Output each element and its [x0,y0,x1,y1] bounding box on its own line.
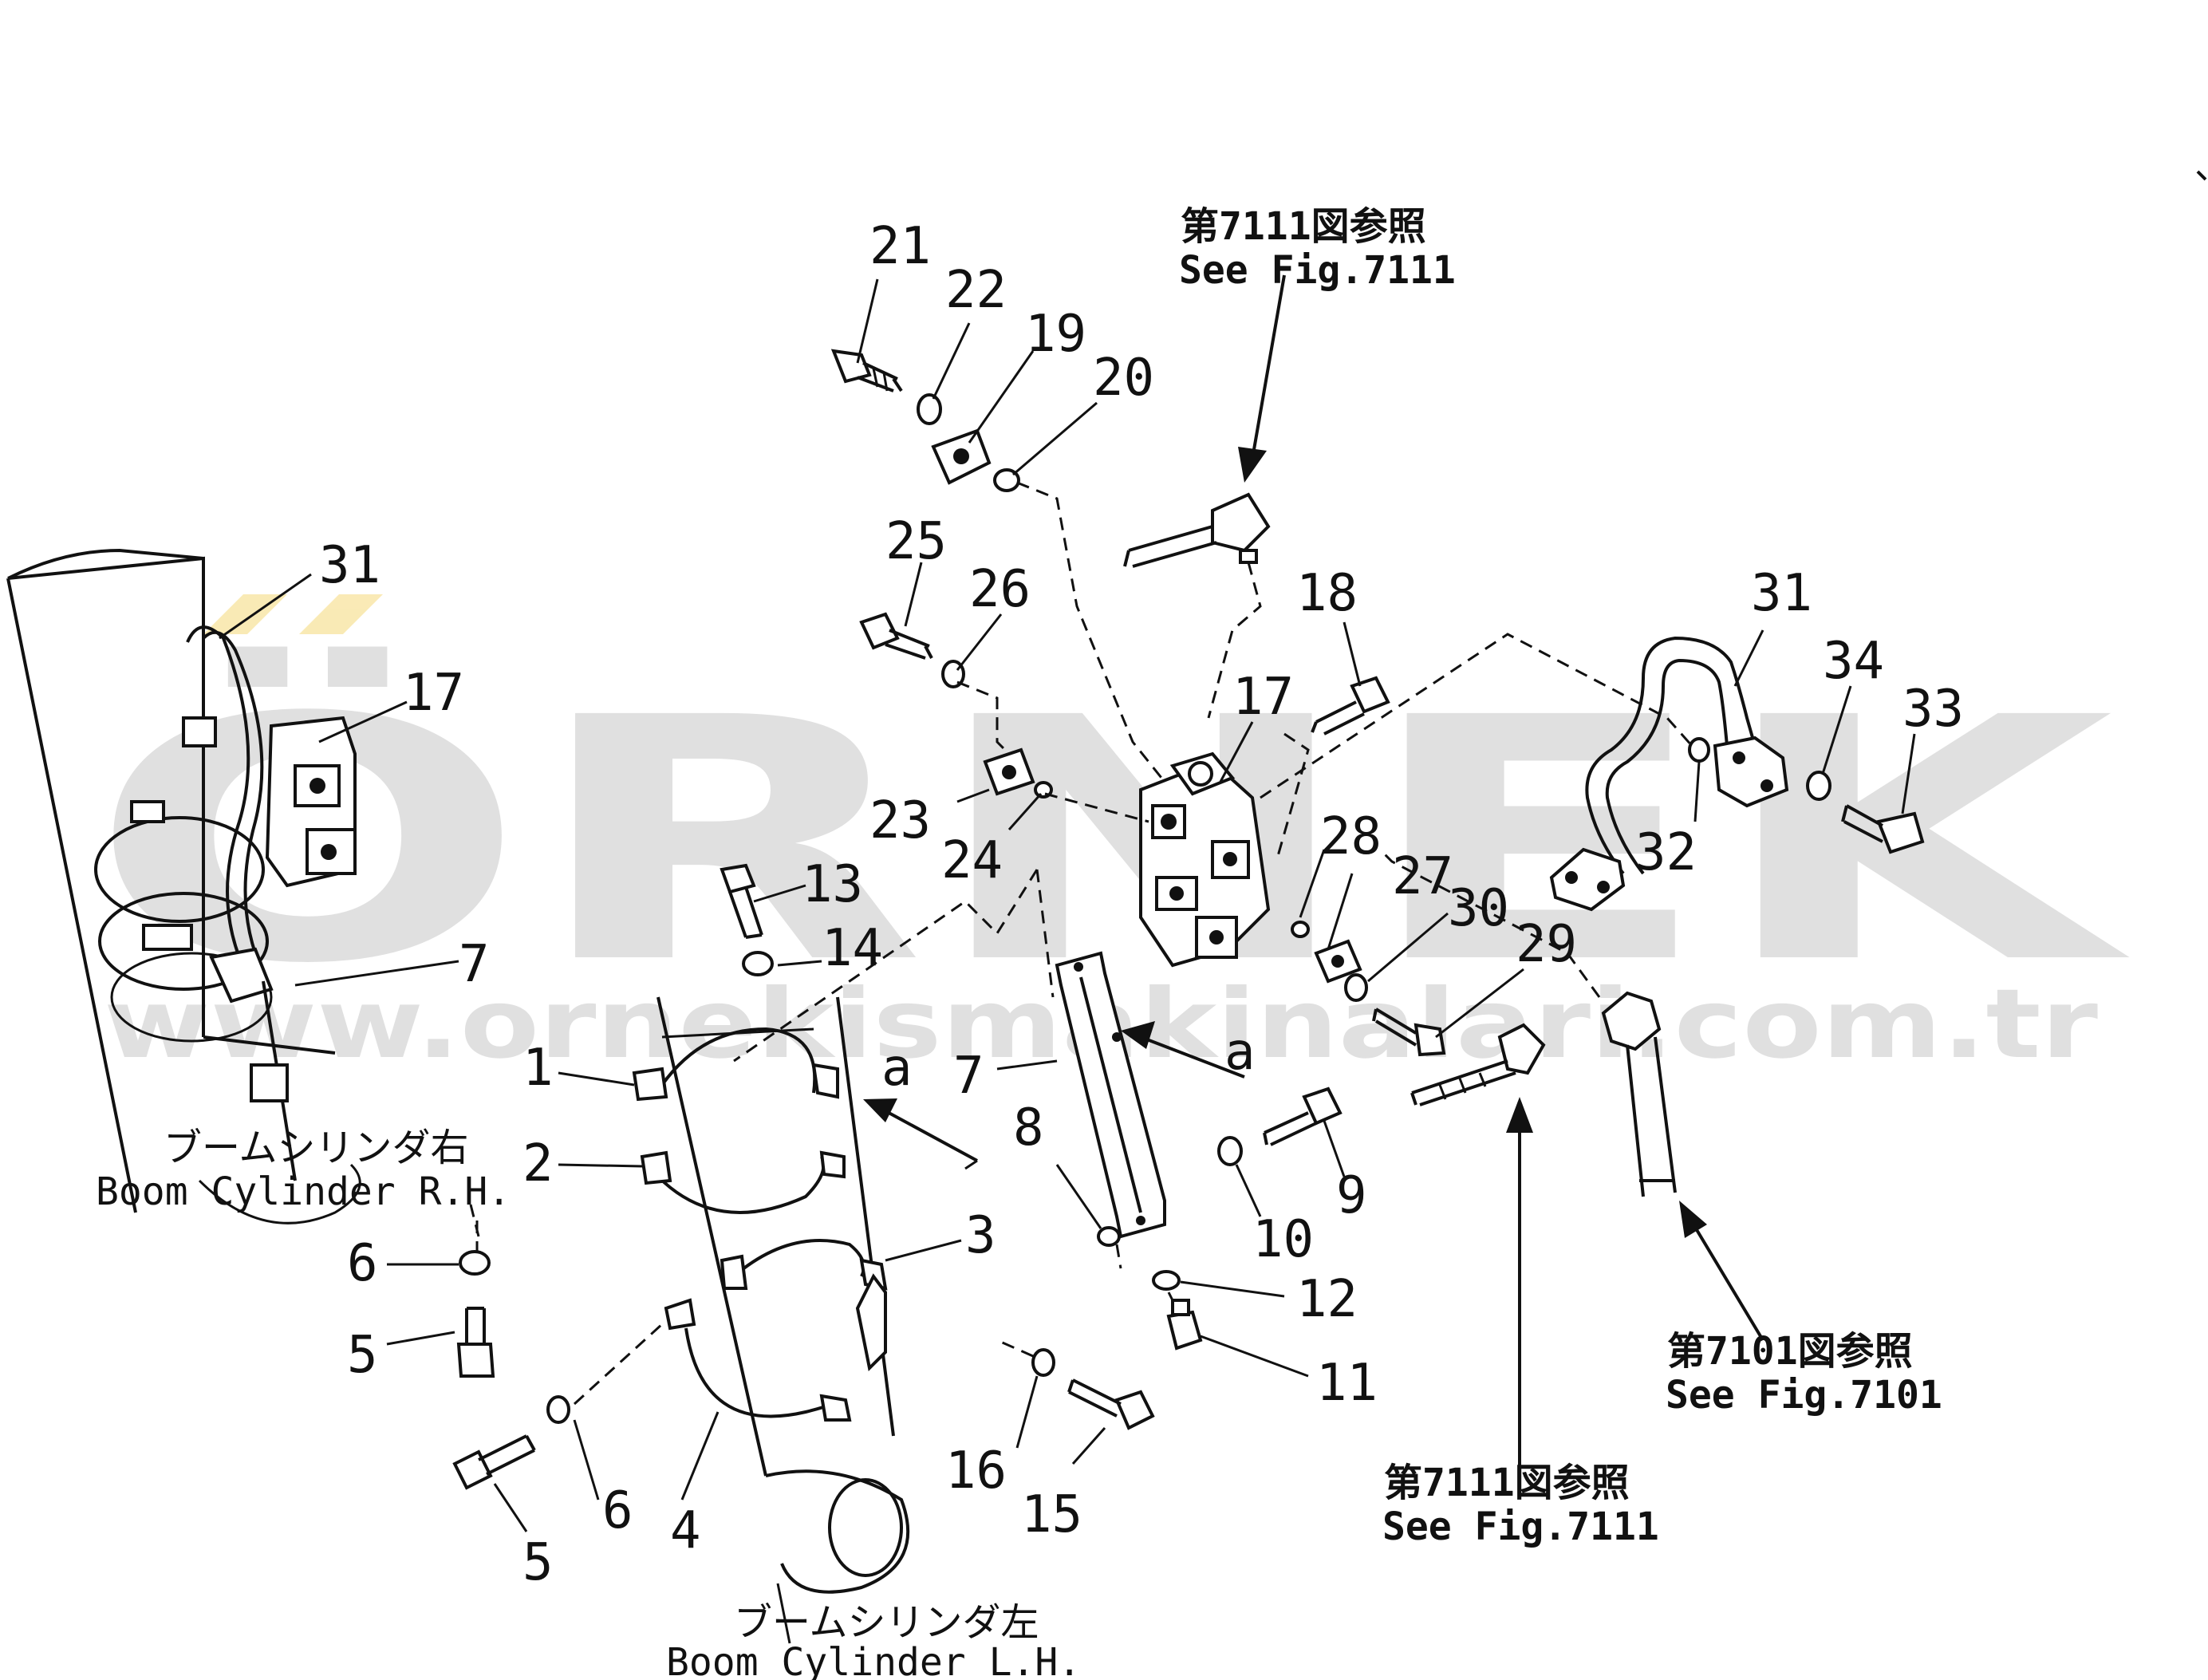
part-number-label: 3 [965,1206,996,1265]
boom-cylinder-rh-assembly [6,548,480,1237]
pipe-31-assembly [1549,629,1925,912]
watermark-accent-right [299,594,383,634]
part-number-label: 2 [522,1134,554,1193]
part-number-label: 27 [1392,847,1453,906]
reference-top-en: See Fig.7111 [1179,248,1456,293]
view-marker-a-right: a [1224,1023,1256,1082]
part-number-label: 19 [1025,305,1086,364]
watermark: ÖRNEK www.ornekismakinalari.com.tr [88,594,2133,1080]
boom-cylinder-lh-assembly [386,863,1155,1644]
reference-right-jp: 第7101図参照 [1667,1329,1913,1374]
part-number-label: 30 [1448,879,1509,938]
part-number-label: 13 [802,855,863,914]
part-number-label: 5 [522,1533,554,1592]
part-number-label: 1 [522,1039,554,1098]
hose-assembly [1291,849,1764,1476]
part-number-label: 17 [403,664,464,723]
caption-boom-rh-en: Boom Cylinder R.H. [96,1169,511,1214]
part-number-label: 29 [1516,915,1577,974]
part-number-label: 18 [1296,564,1358,623]
watermark-brand: ÖRNEK [88,643,2133,1037]
part-number-label: 21 [869,217,931,276]
part-number-label: 8 [1013,1098,1044,1157]
part-number-label: 12 [1296,1270,1358,1329]
part-number-label: 6 [347,1234,378,1293]
part-number-label: 22 [945,261,1007,320]
part-number-label: 6 [602,1481,633,1540]
part-number-label: 4 [670,1501,701,1560]
part-number-label: 34 [1823,632,1884,691]
part-number-label: 31 [319,536,380,595]
caption-boom-lh-en: Boom Cylinder L.H. [666,1640,1081,1680]
part-number-label: 15 [1021,1485,1082,1544]
figure-references: 第7111図参照 See Fig.7111 第7111図参照 See Fig.7… [1179,204,1942,1549]
part-number-label: 7 [459,935,490,994]
corner-mark [2196,170,2207,181]
part-number-label: 26 [969,560,1031,619]
part-number-label: 24 [941,831,1003,890]
part-number-label: 28 [1320,807,1382,866]
part-number-label: 31 [1751,564,1812,623]
part-number-label: 20 [1093,349,1154,408]
part-number-label: 5 [347,1326,378,1385]
cylinder-captions: ブームシリンダ右 Boom Cylinder R.H. ブームシリンダ左 Boo… [96,1126,1081,1680]
part-number-label: 10 [1252,1210,1314,1269]
reference-top-jp: 第7111図参照 [1181,204,1426,249]
bracket-7-assembly [996,951,1346,1378]
reference-bottom-jp: 第7111図参照 [1384,1461,1630,1505]
part-number-label: 23 [869,791,931,850]
reference-arrow-top [1238,274,1286,483]
reference-right-en: See Fig.7101 [1666,1373,1942,1418]
valve-assembly [733,278,1701,1063]
part-number-label: 32 [1635,823,1697,882]
caption-boom-lh-jp: ブームシリンダ左 [734,1600,1039,1645]
part-number-label: 7 [953,1047,984,1106]
part-number-label: 9 [1336,1166,1367,1225]
view-marker-a-left: a [881,1039,913,1098]
part-number-label: 11 [1316,1354,1378,1413]
part-number-labels: 21 22 19 20 25 26 18 17 31 34 33 32 31 1… [319,217,1964,1592]
part-number-label: 33 [1902,680,1964,739]
part-number-label: 14 [822,919,883,978]
caption-boom-rh-jp: ブームシリンダ右 [164,1126,469,1170]
part-number-label: 25 [885,512,947,571]
part-number-label: 16 [945,1441,1007,1501]
view-markers: a a [881,1023,1256,1098]
part-number-label: 17 [1232,668,1294,727]
reference-bottom-en: See Fig.7111 [1382,1505,1659,1549]
